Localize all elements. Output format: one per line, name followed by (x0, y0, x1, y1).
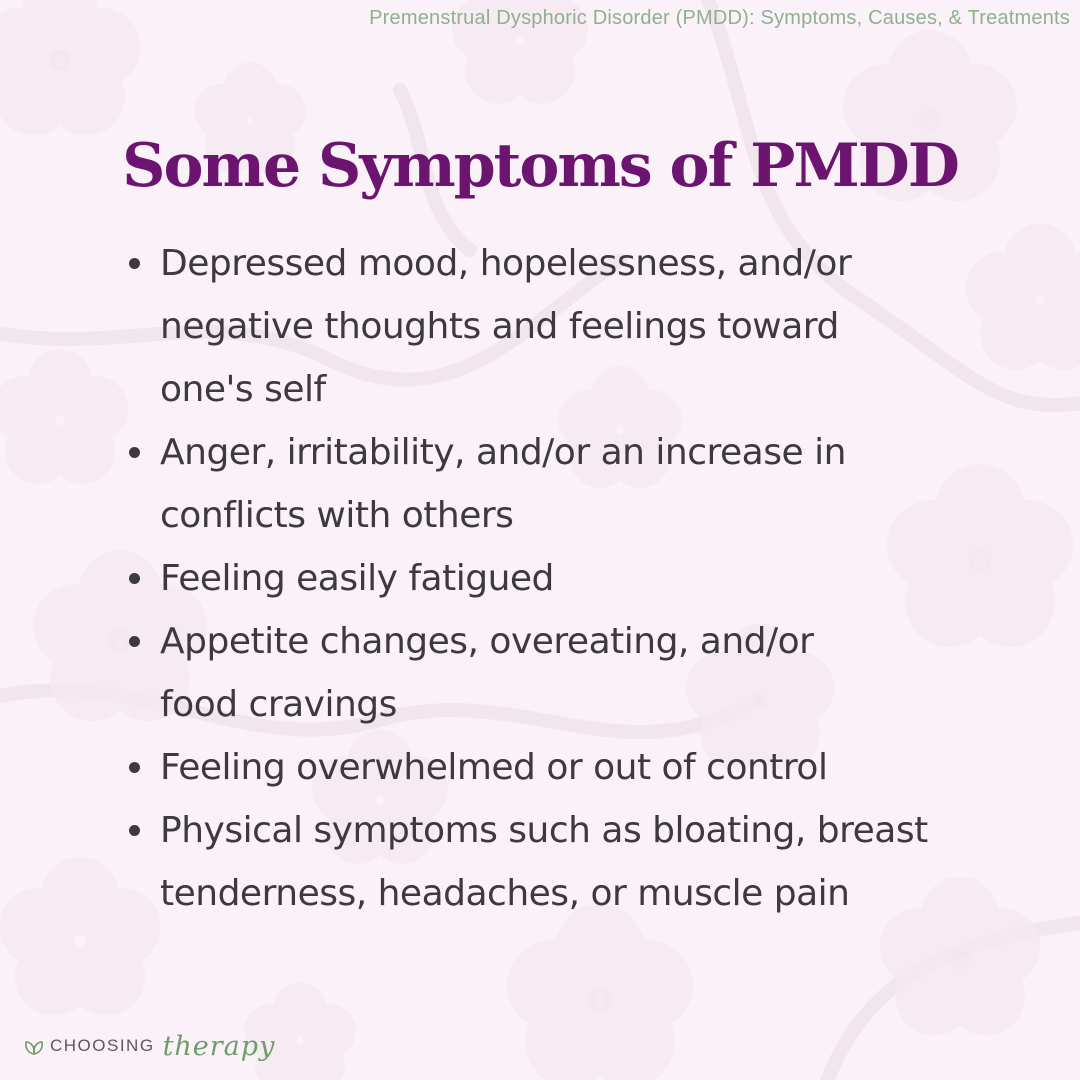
bullet-icon (129, 573, 140, 584)
list-item-line: Anger, irritability, and/or an increase … (160, 432, 846, 473)
list-item-line: Feeling overwhelmed or out of control (160, 747, 828, 788)
brand-wordmark-choosing: CHOOSING (50, 1036, 155, 1055)
list-item: Appetite changes, overeating, and/or foo… (129, 610, 1060, 736)
symptom-list: Depressed mood, hopelessness, and/or neg… (129, 232, 1060, 925)
brand-logo: CHOOSING therapy (24, 1033, 275, 1060)
list-item-line: negative thoughts and feelings toward (160, 306, 839, 347)
bullet-icon (129, 762, 140, 773)
list-item: Physical symptoms such as bloating, brea… (129, 799, 1060, 925)
bullet-icon (129, 447, 140, 458)
list-item-line: Physical symptoms such as bloating, brea… (160, 810, 928, 851)
list-item-line: one's self (160, 369, 326, 410)
article-title-caption: Premenstrual Dysphoric Disorder (PMDD): … (369, 7, 1070, 29)
bullet-icon (129, 636, 140, 647)
bullet-icon (129, 825, 140, 836)
bullet-icon (129, 258, 140, 269)
leaf-icon (25, 1041, 43, 1055)
brand-wordmark-therapy: therapy (162, 1031, 276, 1062)
list-item: Feeling easily fatigued (129, 547, 1060, 610)
page-title: Some Symptoms of PMDD (122, 131, 960, 201)
list-item-line: food cravings (160, 684, 397, 725)
list-item-line: conflicts with others (160, 495, 514, 536)
list-item: Feeling overwhelmed or out of control (129, 736, 1060, 799)
list-item-line: Feeling easily fatigued (160, 558, 554, 599)
list-item: Anger, irritability, and/or an increase … (129, 421, 1060, 547)
list-item: Depressed mood, hopelessness, and/or neg… (129, 232, 1060, 421)
list-item-line: Depressed mood, hopelessness, and/or (160, 243, 852, 284)
list-item-line: Appetite changes, overeating, and/or (160, 621, 814, 662)
list-item-line: tenderness, headaches, or muscle pain (160, 873, 850, 914)
